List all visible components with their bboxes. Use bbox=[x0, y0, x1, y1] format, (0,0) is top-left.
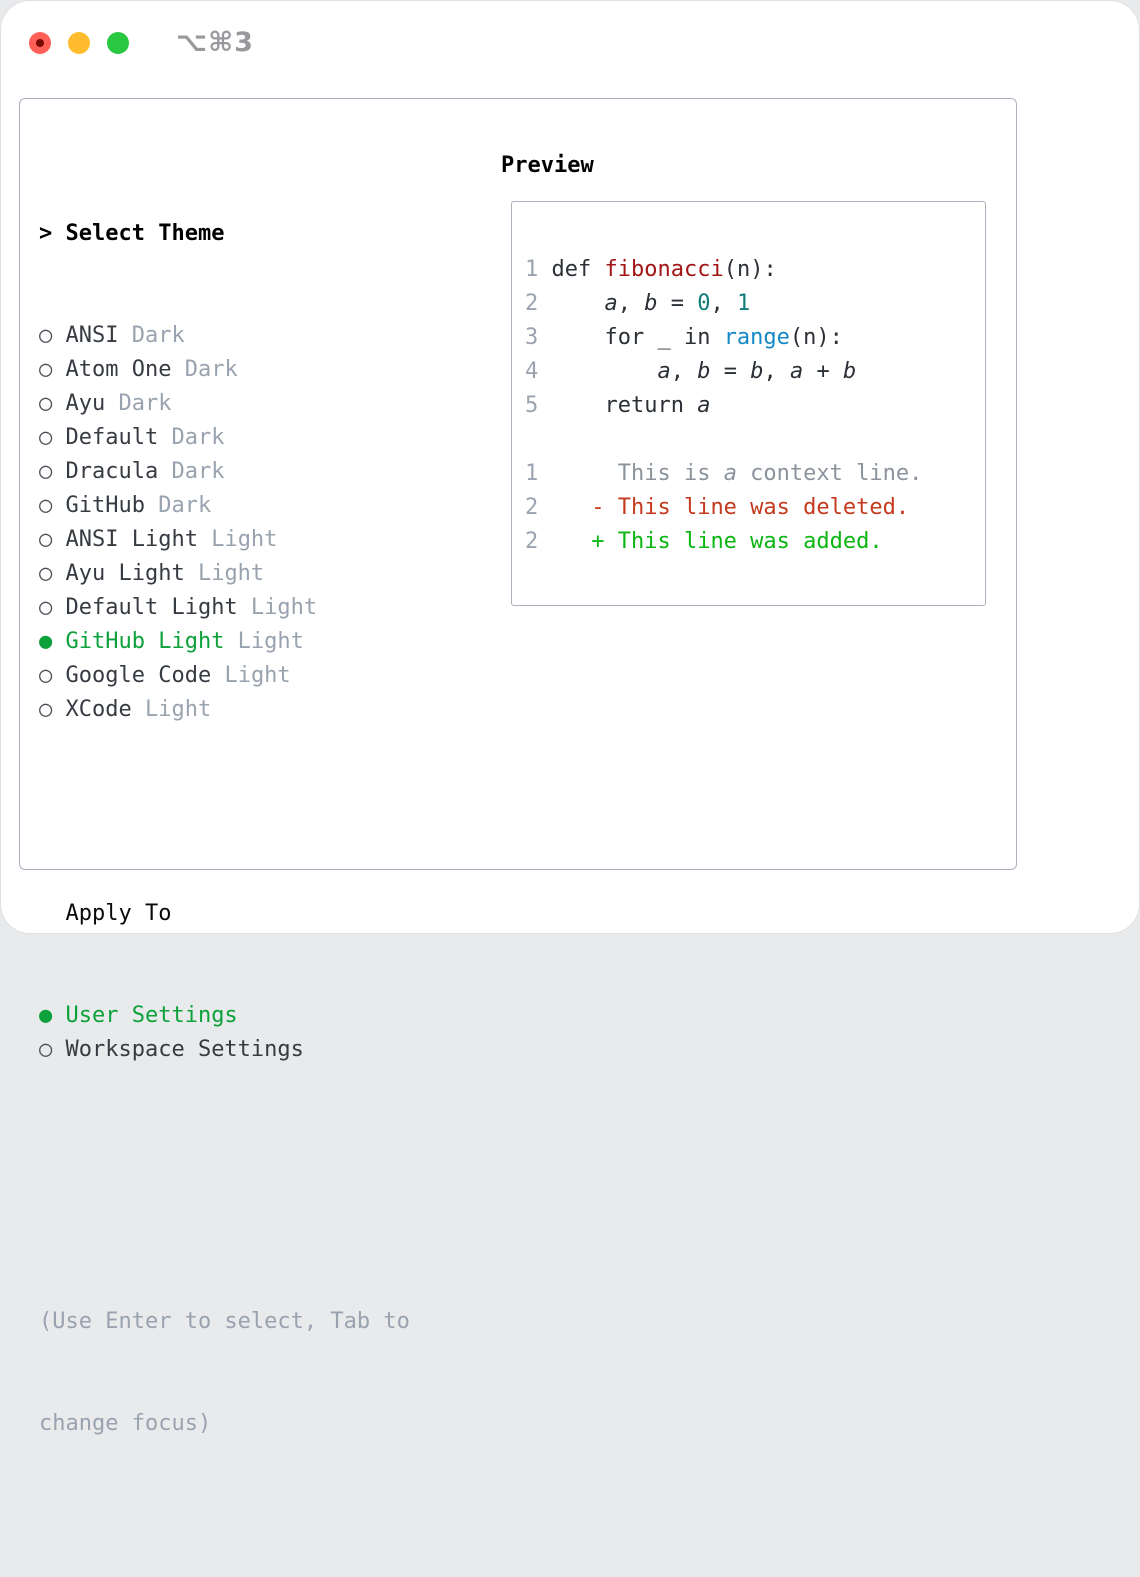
code-line: 2 + This line was added. bbox=[525, 525, 922, 559]
theme-name: Ayu bbox=[52, 391, 105, 416]
theme-option-github[interactable]: ○ GitHub Dark bbox=[39, 489, 410, 523]
radio-icon: ○ bbox=[39, 561, 52, 586]
theme-name: ANSI Light bbox=[52, 527, 198, 552]
code-line: 4 a, b = b, a + b bbox=[525, 355, 922, 389]
theme-name: Default bbox=[52, 425, 158, 450]
theme-name: GitHub bbox=[52, 493, 145, 518]
theme-name: Dracula bbox=[52, 459, 158, 484]
radio-icon: ○ bbox=[39, 323, 52, 348]
theme-variant: Dark bbox=[118, 323, 184, 348]
radio-icon: ○ bbox=[39, 493, 52, 518]
select-theme-label: Select Theme bbox=[66, 221, 225, 246]
theme-option-default[interactable]: ○ Default Dark bbox=[39, 421, 410, 455]
theme-variant: Light bbox=[211, 663, 290, 688]
theme-list: ○ ANSI Dark○ Atom One Dark○ Ayu Dark○ De… bbox=[39, 319, 410, 727]
code-line: 1 This is a context line. bbox=[525, 457, 922, 491]
apply-to-section: Apply To ● User Settings○ Workspace Sett… bbox=[39, 829, 410, 1135]
theme-option-default-light[interactable]: ○ Default Light Light bbox=[39, 591, 410, 625]
theme-variant: Dark bbox=[171, 357, 237, 382]
radio-icon: ○ bbox=[39, 595, 52, 620]
theme-variant: Light bbox=[198, 527, 277, 552]
theme-name: Default Light bbox=[52, 595, 237, 620]
theme-variant: Dark bbox=[158, 459, 224, 484]
app-window: ⌥⌘3 > Select Theme ○ ANSI Dark○ Atom One… bbox=[0, 0, 1140, 934]
code-line bbox=[525, 423, 922, 457]
theme-name: Google Code bbox=[52, 663, 211, 688]
window-title: ⌥⌘3 bbox=[176, 27, 254, 58]
theme-variant: Light bbox=[185, 561, 264, 586]
apply-option-user-settings[interactable]: ● User Settings bbox=[39, 999, 410, 1033]
theme-variant: Dark bbox=[145, 493, 211, 518]
code-line: 5 return a bbox=[525, 389, 922, 423]
apply-to-list: ● User Settings○ Workspace Settings bbox=[39, 999, 410, 1067]
theme-option-ayu[interactable]: ○ Ayu Dark bbox=[39, 387, 410, 421]
theme-variant: Light bbox=[132, 697, 211, 722]
titlebar: ⌥⌘3 bbox=[29, 27, 254, 58]
code-line: 1 def fibonacci(n): bbox=[525, 253, 922, 287]
radio-icon: ○ bbox=[39, 697, 52, 722]
theme-variant: Dark bbox=[158, 425, 224, 450]
apply-option-name: Workspace Settings bbox=[52, 1037, 304, 1062]
theme-option-github-light[interactable]: ● GitHub Light Light bbox=[39, 625, 410, 659]
hint-text: (Use Enter to select, Tab to change focu… bbox=[39, 1237, 410, 1509]
minimize-button[interactable] bbox=[68, 32, 90, 54]
preview-label: Preview bbox=[501, 149, 594, 183]
theme-name: ANSI bbox=[52, 323, 118, 348]
theme-option-dracula[interactable]: ○ Dracula Dark bbox=[39, 455, 410, 489]
theme-option-atom-one[interactable]: ○ Atom One Dark bbox=[39, 353, 410, 387]
code-line: 3 for _ in range(n): bbox=[525, 321, 922, 355]
prompt-icon: > bbox=[39, 221, 66, 246]
code-line: 2 a, b = 0, 1 bbox=[525, 287, 922, 321]
radio-icon: ○ bbox=[39, 459, 52, 484]
apply-to-header: Apply To bbox=[39, 897, 410, 931]
zoom-button[interactable] bbox=[107, 32, 129, 54]
theme-option-ayu-light[interactable]: ○ Ayu Light Light bbox=[39, 557, 410, 591]
theme-column: > Select Theme ○ ANSI Dark○ Atom One Dar… bbox=[39, 149, 410, 1577]
radio-icon: ○ bbox=[39, 527, 52, 552]
theme-variant: Dark bbox=[105, 391, 171, 416]
select-theme-header: > Select Theme bbox=[39, 217, 410, 251]
radio-selected-icon: ● bbox=[39, 1003, 52, 1028]
code-line: 2 - This line was deleted. bbox=[525, 491, 922, 525]
theme-name: Atom One bbox=[52, 357, 171, 382]
radio-icon: ○ bbox=[39, 1037, 52, 1062]
theme-option-google-code[interactable]: ○ Google Code Light bbox=[39, 659, 410, 693]
theme-variant: Light bbox=[224, 629, 303, 654]
theme-option-xcode[interactable]: ○ XCode Light bbox=[39, 693, 410, 727]
apply-option-name: User Settings bbox=[52, 1003, 237, 1028]
theme-option-ansi[interactable]: ○ ANSI Dark bbox=[39, 319, 410, 353]
theme-name: Ayu Light bbox=[52, 561, 184, 586]
radio-icon: ○ bbox=[39, 357, 52, 382]
radio-icon: ○ bbox=[39, 663, 52, 688]
radio-selected-icon: ● bbox=[39, 629, 52, 654]
hint-line: change focus) bbox=[39, 1407, 410, 1441]
theme-name: XCode bbox=[52, 697, 131, 722]
hint-line: (Use Enter to select, Tab to bbox=[39, 1305, 410, 1339]
close-button[interactable] bbox=[29, 32, 51, 54]
radio-icon: ○ bbox=[39, 425, 52, 450]
theme-name: GitHub Light bbox=[52, 629, 224, 654]
theme-variant: Light bbox=[238, 595, 317, 620]
theme-option-ansi-light[interactable]: ○ ANSI Light Light bbox=[39, 523, 410, 557]
radio-icon: ○ bbox=[39, 391, 52, 416]
apply-option-workspace-settings[interactable]: ○ Workspace Settings bbox=[39, 1033, 410, 1067]
